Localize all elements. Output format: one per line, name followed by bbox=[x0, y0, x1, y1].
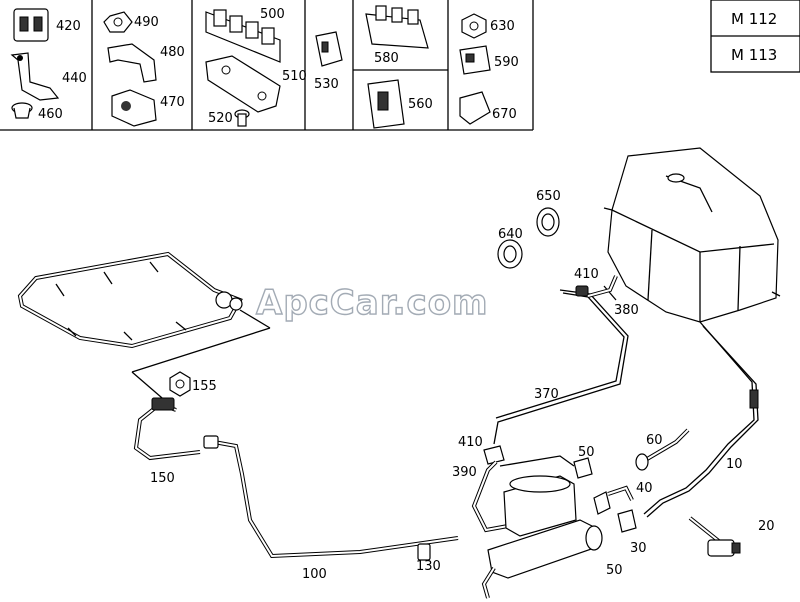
part-480-bracket bbox=[107, 43, 157, 83]
hose-150 bbox=[133, 397, 201, 461]
callout-510: 510 bbox=[282, 69, 307, 84]
callout-530: 530 bbox=[314, 77, 339, 92]
callout-60: 60 bbox=[646, 433, 663, 448]
callout-50-lower: 50 bbox=[606, 563, 623, 578]
callout-50-upper: 50 bbox=[578, 445, 595, 460]
part-410-clip-lower bbox=[483, 445, 505, 465]
callout-150: 150 bbox=[150, 471, 175, 486]
fuel-line-100 bbox=[203, 435, 459, 559]
callout-470: 470 bbox=[160, 95, 185, 110]
callout-500: 500 bbox=[260, 7, 285, 22]
callout-490: 490 bbox=[134, 15, 159, 30]
callout-155: 155 bbox=[192, 379, 217, 394]
legend-callouts: 420 440 460 490 480 470 500 510 520 530 … bbox=[38, 7, 519, 126]
parts-legend-grid bbox=[0, 0, 534, 131]
model-m112: M 112 bbox=[731, 10, 777, 28]
part-580-multi-clip bbox=[365, 5, 429, 49]
part-410-clip-upper bbox=[575, 285, 589, 297]
fuel-filter bbox=[503, 475, 577, 537]
part-40-hose bbox=[607, 485, 634, 501]
fuel-tank bbox=[603, 147, 781, 323]
part-590-clip bbox=[459, 45, 491, 75]
part-520-bolt bbox=[234, 109, 250, 127]
part-155-nut bbox=[169, 371, 191, 397]
callout-580: 580 bbox=[374, 51, 399, 66]
callout-440: 440 bbox=[62, 71, 87, 86]
assembly-callouts: 650 640 410 380 155 150 370 410 390 50 6… bbox=[150, 189, 775, 582]
part-510-bracket-plate bbox=[205, 55, 281, 113]
part-670-clip bbox=[459, 91, 491, 125]
callout-420: 420 bbox=[56, 19, 81, 34]
callout-30: 30 bbox=[630, 541, 647, 556]
part-420-rubber-mount bbox=[13, 8, 49, 42]
part-470-rubber-block bbox=[111, 89, 157, 127]
callout-670: 670 bbox=[492, 107, 517, 122]
callout-410-upper: 410 bbox=[574, 267, 599, 282]
part-650-ring bbox=[536, 207, 560, 237]
callout-560: 560 bbox=[408, 97, 433, 112]
part-50-clamp-lower bbox=[593, 491, 611, 515]
part-630-nut bbox=[461, 13, 487, 39]
callout-100: 100 bbox=[302, 567, 327, 582]
part-500-clip-strip bbox=[205, 9, 281, 63]
callout-410-lower: 410 bbox=[458, 435, 483, 450]
callout-460: 460 bbox=[38, 107, 63, 122]
model-box: M 112 M 113 bbox=[710, 0, 800, 73]
callout-130: 130 bbox=[416, 559, 441, 574]
callout-370: 370 bbox=[534, 387, 559, 402]
part-490-nut bbox=[103, 11, 133, 33]
part-30-clamp bbox=[617, 509, 637, 533]
fuel-line-370 bbox=[493, 289, 629, 445]
callout-630: 630 bbox=[490, 19, 515, 34]
part-530-clip bbox=[315, 31, 343, 67]
part-640-ring bbox=[497, 239, 523, 269]
callout-20: 20 bbox=[758, 519, 775, 534]
hose-390 bbox=[471, 455, 575, 533]
callout-640: 640 bbox=[498, 227, 523, 242]
callout-380: 380 bbox=[614, 303, 639, 318]
part-460-grommet bbox=[11, 102, 33, 119]
part-380-hose bbox=[587, 275, 618, 298]
fuel-line-10 bbox=[643, 321, 759, 518]
rear-subframe bbox=[17, 251, 243, 349]
watermark: ApcCar.com bbox=[256, 283, 488, 323]
model-m113: M 113 bbox=[731, 46, 777, 64]
callout-40: 40 bbox=[636, 481, 653, 496]
callout-480: 480 bbox=[160, 45, 185, 60]
callout-390: 390 bbox=[452, 465, 477, 480]
part-130-spacer bbox=[417, 543, 431, 561]
part-60-hose bbox=[635, 428, 690, 471]
fuel-pump bbox=[481, 519, 603, 599]
part-560-clip bbox=[367, 79, 405, 129]
callout-10: 10 bbox=[726, 457, 743, 472]
part-440-bracket bbox=[10, 52, 60, 101]
callout-590: 590 bbox=[494, 55, 519, 70]
part-50-clamp-upper bbox=[573, 457, 593, 479]
callout-650: 650 bbox=[536, 189, 561, 204]
callout-520: 520 bbox=[208, 111, 233, 126]
part-20-connector bbox=[688, 516, 741, 557]
